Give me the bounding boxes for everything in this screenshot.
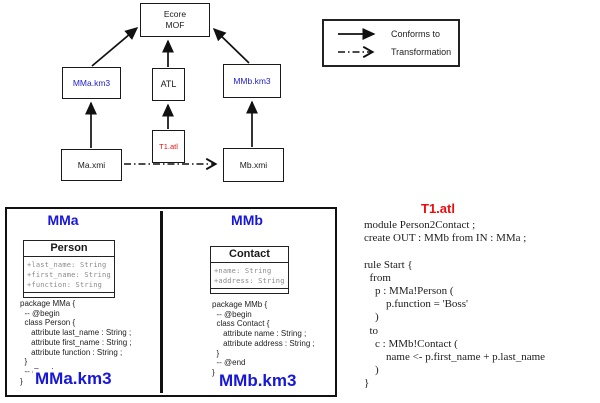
uml-attributes: +name: String +address: String: [211, 263, 288, 288]
node-ecore-label-line1: Ecore: [163, 9, 187, 20]
uml-attribute: +first_name: String: [27, 271, 111, 279]
node-mmb-km3: MMb.km3: [223, 64, 281, 98]
uml-class-name: Person: [24, 241, 114, 257]
uml-attribute: +address: String: [214, 277, 285, 285]
node-ma-xmi: Ma.xmi: [61, 149, 122, 181]
node-t1-atl: T1.atl: [152, 130, 185, 163]
legend-row-conforms-to: Conforms to: [336, 28, 458, 41]
uml-class-contact: Contact +name: String +address: String: [210, 246, 289, 294]
legend-row-transformation: Transformation: [336, 45, 458, 58]
node-ecore-mof: Ecore MOF: [140, 3, 210, 37]
uml-attribute: +name: String: [214, 267, 272, 275]
atl-code-listing: module Person2Contact ; create OUT : MMb…: [364, 219, 546, 390]
solid-arrow-icon: [338, 28, 376, 41]
node-atl: ATL: [152, 68, 185, 101]
panel-divider: [160, 211, 163, 393]
conforms-arrow-mmb-km3-to-ecore: [212, 27, 250, 64]
uml-attribute: +function: String: [27, 281, 103, 289]
uml-attributes: +last_name: String +first_name: String +…: [24, 257, 114, 292]
atl-listing-title: T1.atl: [421, 201, 455, 216]
uml-class-name: Contact: [211, 247, 288, 263]
legend-box: Conforms to Transformation: [322, 19, 460, 67]
node-mma-km3: MMa.km3: [62, 67, 121, 99]
metamodel-comparison-box: [5, 207, 337, 397]
node-ecore-label-line2: MOF: [165, 20, 185, 30]
file-label-mmb-km3: MMb.km3: [217, 371, 299, 391]
panel-title-mma: MMa: [47, 212, 79, 228]
node-mb-xmi: Mb.xmi: [223, 148, 284, 182]
uml-attribute: +last_name: String: [27, 261, 107, 269]
km3-code-mmb: package MMb { -- @begin class Contact { …: [212, 300, 315, 377]
legend-label-conforms-to: Conforms to: [391, 29, 441, 40]
panel-title-mmb: MMb: [231, 212, 263, 228]
uml-operations-empty: [211, 288, 288, 293]
conforms-arrow-mma-km3-to-ecore: [91, 27, 139, 67]
legend-label-transformation: Transformation: [391, 46, 452, 57]
dash-dot-arrow-icon: [338, 45, 375, 58]
uml-operations-empty: [24, 292, 114, 297]
uml-class-person: Person +last_name: String +first_name: S…: [23, 240, 115, 298]
file-label-mma-km3: MMa.km3: [33, 369, 114, 389]
